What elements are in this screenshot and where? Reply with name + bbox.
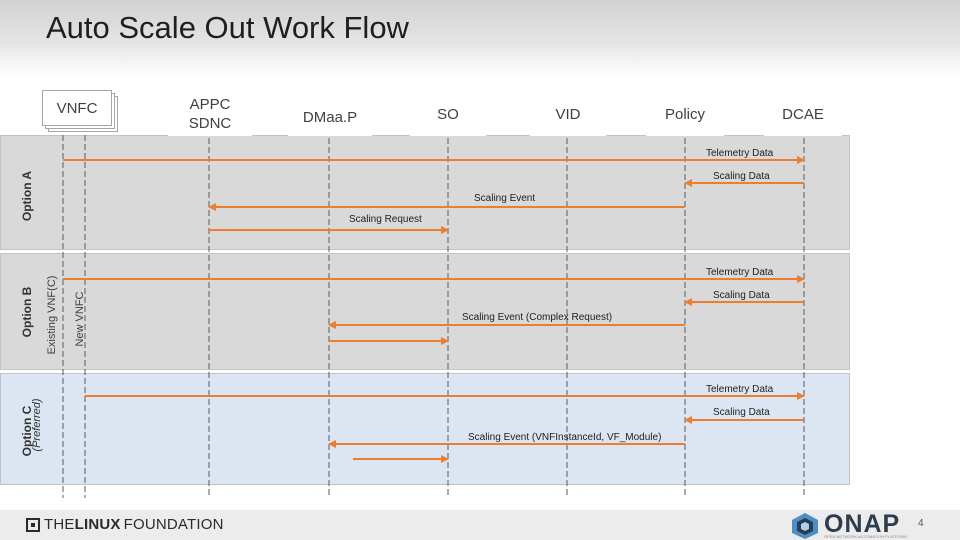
- lf-prefix: THE: [44, 516, 75, 533]
- slide-title: Auto Scale Out Work Flow: [46, 10, 409, 45]
- msg-a-scaling-request: Scaling Request: [349, 214, 422, 225]
- msg-c-scaling-event: Scaling Event (VNFInstanceId, VF_Module): [468, 432, 662, 443]
- msg-a-scaling-event: Scaling Event: [474, 193, 536, 204]
- actor-vnfc-label: VNFC: [56, 99, 98, 117]
- lane-option-b: [0, 253, 850, 370]
- onap-logo: ONAP OPEN NETWORK AUTOMATION PLATFORM: [790, 510, 920, 540]
- msg-a-telemetry: Telemetry Data: [706, 148, 774, 159]
- msg-c-telemetry: Telemetry Data: [706, 384, 774, 395]
- lf-bold: LINUX: [74, 516, 121, 533]
- msg-a-scaling-data: Scaling Data: [713, 171, 770, 182]
- onap-mark-icon: [792, 513, 818, 539]
- lane-option-c: [0, 373, 850, 485]
- linux-foundation-logo: THE LINUX FOUNDATION: [26, 516, 224, 533]
- onap-tagline: OPEN NETWORK AUTOMATION PLATFORM: [824, 534, 907, 539]
- linux-foundation-mark-icon: [26, 517, 40, 532]
- actor-appc-sdnc: APPC SDNC: [168, 94, 252, 136]
- onap-wordmark: ONAP: [824, 510, 901, 538]
- msg-b-telemetry: Telemetry Data: [706, 267, 774, 278]
- msg-b-scaling-data: Scaling Data: [713, 290, 770, 301]
- msg-b-scaling-event: Scaling Event (Complex Request): [462, 312, 613, 323]
- actor-so: SO: [410, 94, 486, 136]
- lf-suffix: FOUNDATION: [123, 516, 224, 533]
- actor-vnfc: VNFC: [42, 90, 112, 126]
- page-number: 4: [918, 518, 924, 529]
- actor-dcae: DCAE: [764, 94, 842, 136]
- actor-policy: Policy: [646, 94, 724, 136]
- header-bar: [0, 0, 960, 76]
- actor-vid: VID: [530, 94, 606, 136]
- msg-c-scaling-data: Scaling Data: [713, 407, 770, 418]
- actor-dmaap: DMaa.P: [288, 100, 372, 136]
